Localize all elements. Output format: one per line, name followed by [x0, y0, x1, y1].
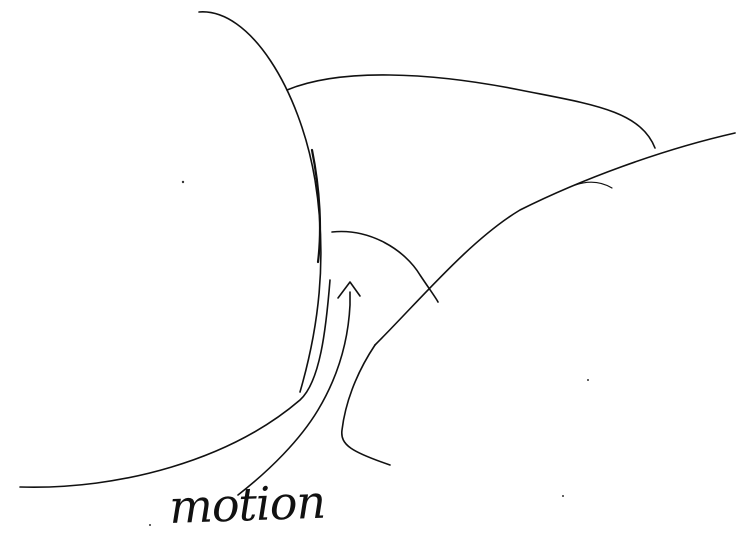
left-wall-curve [199, 12, 321, 392]
motion-flow-line [238, 292, 350, 495]
right-ridge-line [375, 133, 735, 345]
pencil-speck [562, 495, 564, 497]
motion-label: motion [168, 479, 325, 530]
pencil-speck [182, 181, 184, 183]
cavity-arc [332, 232, 438, 302]
pencil-speck [149, 524, 151, 526]
right-lower-wall [342, 345, 390, 465]
pencil-speck [587, 379, 589, 381]
left-floor-curve [20, 280, 330, 487]
upper-plateau-curve [287, 75, 655, 148]
ridge-hatch [575, 182, 612, 188]
motion-arrowhead [338, 282, 360, 298]
